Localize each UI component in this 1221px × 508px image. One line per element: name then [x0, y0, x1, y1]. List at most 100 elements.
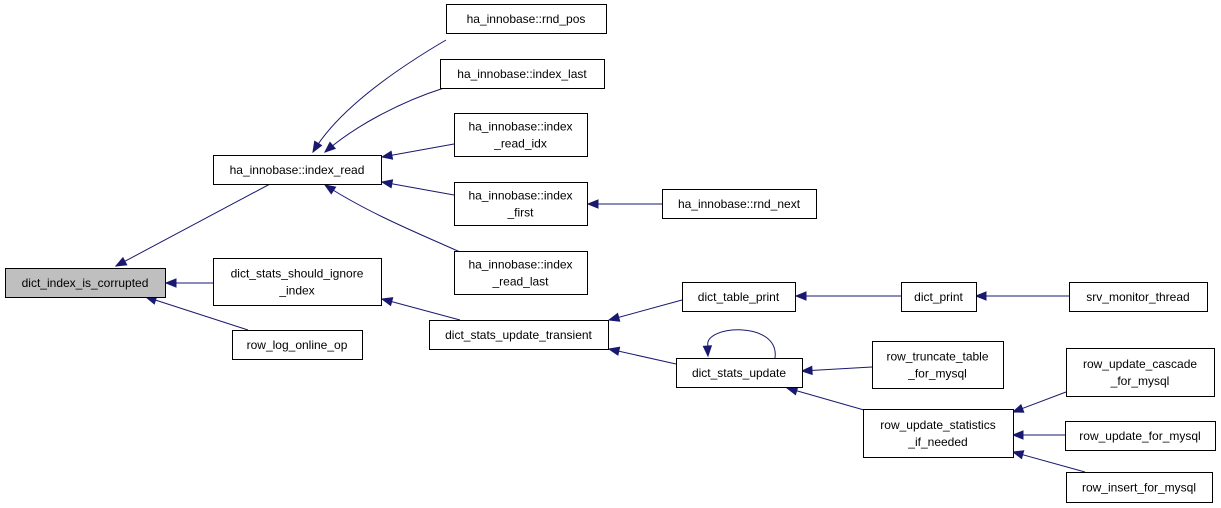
- node-label: ha_innobase::index_last: [457, 67, 587, 81]
- node-box: [901, 282, 977, 312]
- node-label: _read_last: [491, 275, 549, 289]
- node-ins-mysql[interactable]: row_insert_for_mysql: [1066, 472, 1213, 503]
- node-label: _for_mysql: [907, 367, 967, 381]
- edge-first-to-index_read-arrowhead: [380, 179, 394, 189]
- node-rnd-pos[interactable]: ha_innobase::rnd_pos: [446, 4, 607, 34]
- edge-read_idx-to-index_read-arrowhead: [380, 150, 394, 160]
- node-root[interactable]: dict_index_is_corrupted: [5, 268, 166, 298]
- node-truncate[interactable]: row_truncate_table _for_mysql: [872, 341, 1004, 389]
- node-box: [429, 320, 609, 350]
- edge-stats_update-to-transient-arrowhead: [607, 346, 621, 356]
- edge-ins_mysql-to-upd_stats: [1011, 450, 1086, 473]
- edge-rnd_next-to-first-arrowhead: [586, 199, 599, 209]
- edge-should_ignore-to-root: [164, 278, 213, 288]
- edge-dict_print-to-table_print: [794, 291, 901, 301]
- node-label: ha_innobase::rnd_next: [678, 197, 801, 211]
- node-box: [1066, 472, 1213, 503]
- edge-table_print-to-transient: [607, 299, 683, 322]
- node-box: [5, 268, 166, 298]
- node-label: _read_idx: [493, 137, 547, 151]
- node-box: [676, 358, 803, 388]
- edge-rnd_pos-to-index_read: [312, 39, 447, 154]
- edge-rnd_next-to-first: [586, 199, 662, 209]
- node-label: ha_innobase::index_read: [230, 163, 365, 177]
- node-label: _first: [506, 206, 534, 220]
- node-label: row_truncate_table: [886, 350, 988, 364]
- node-stats-update[interactable]: dict_stats_update: [676, 358, 803, 388]
- edge-index_read-to-root-arrowhead: [114, 256, 128, 267]
- node-read-idx[interactable]: ha_innobase::index_read_idx: [454, 113, 588, 157]
- node-label: ha_innobase::index: [468, 120, 572, 134]
- edge-transient-to-should_ignore-arrowhead: [380, 297, 394, 307]
- node-index-read[interactable]: ha_innobase::index_read: [213, 155, 382, 185]
- edge-dict_print-to-table_print-arrowhead: [794, 291, 807, 301]
- node-label: dict_stats_update_transient: [445, 328, 592, 342]
- node-label: ha_innobase::index: [468, 189, 572, 203]
- edge-index_read-to-root: [114, 183, 271, 267]
- node-read-last[interactable]: ha_innobase::index_read_last: [454, 251, 588, 295]
- edge-read_last-to-index_read-arrowhead: [323, 184, 337, 195]
- node-upd-mysql[interactable]: row_update_for_mysql: [1065, 421, 1216, 451]
- edge-upd_mysql-to-upd_stats: [1011, 430, 1065, 440]
- node-box: [454, 182, 588, 226]
- node-box: [440, 59, 605, 89]
- edge-truncate-to-stats_update: [800, 365, 873, 376]
- node-box: [682, 282, 796, 312]
- node-label: row_log_online_op: [247, 338, 348, 352]
- node-box: [454, 251, 588, 295]
- edge-index_last-to-index_read-arrowhead: [323, 141, 337, 153]
- node-label: srv_monitor_thread: [1086, 290, 1189, 304]
- nodes-layer: dict_index_is_corrupted ha_innobase::inde…: [5, 4, 1216, 503]
- edge-upd_mysql-to-upd_stats-arrowhead: [1011, 430, 1024, 440]
- node-label: dict_print: [914, 290, 963, 304]
- node-box: [1065, 421, 1216, 451]
- node-box: [213, 155, 382, 185]
- node-label: dict_index_is_corrupted: [22, 276, 149, 290]
- node-box: [872, 341, 1004, 389]
- edges-layer: [114, 39, 1086, 473]
- node-row-log[interactable]: row_log_online_op: [232, 330, 363, 360]
- node-dict-print[interactable]: dict_print: [901, 282, 977, 312]
- node-label: row_update_statistics: [880, 418, 995, 432]
- node-box: [1066, 348, 1215, 397]
- edge-stats_update-to-transient: [607, 346, 677, 365]
- node-label: ha_innobase::index: [468, 258, 572, 272]
- node-first[interactable]: ha_innobase::index_first: [454, 182, 588, 226]
- edge-first-to-index_read: [380, 179, 455, 196]
- node-upd-cascade[interactable]: row_update_cascade_for_mysql: [1066, 348, 1215, 397]
- node-label: dict_stats_should_ignore: [231, 267, 364, 281]
- node-srv-monitor[interactable]: srv_monitor_thread: [1069, 282, 1208, 312]
- edge-srv_monitor-to-dict_print-arrowhead: [974, 291, 987, 301]
- edge-read_idx-to-index_read: [380, 143, 455, 160]
- edge-table_print-to-transient-arrowhead: [607, 312, 621, 322]
- node-rnd-next[interactable]: ha_innobase::rnd_next: [662, 189, 817, 219]
- node-label: dict_stats_update: [692, 366, 786, 380]
- edge-srv_monitor-to-dict_print: [974, 291, 1069, 301]
- node-box: [213, 258, 382, 306]
- node-label: _if_needed: [907, 435, 967, 449]
- node-label: row_insert_for_mysql: [1082, 481, 1196, 495]
- edge-index_last-to-index_read: [323, 87, 445, 153]
- edge-transient-to-should_ignore: [380, 297, 461, 321]
- node-label: _index: [278, 284, 314, 298]
- edge-ins_mysql-to-upd_stats-arrowhead: [1011, 450, 1025, 460]
- node-table-print[interactable]: dict_table_print: [682, 282, 796, 312]
- node-label: row_update_cascade: [1083, 357, 1197, 371]
- node-box: [863, 409, 1014, 458]
- edge-upd_cascade-to-upd_stats-arrowhead: [1011, 403, 1025, 413]
- node-label: ha_innobase::rnd_pos: [467, 12, 586, 26]
- node-should-ignore[interactable]: dict_stats_should_ignore _index: [213, 258, 382, 306]
- node-box: [232, 330, 363, 360]
- node-index-last[interactable]: ha_innobase::index_last: [440, 59, 605, 89]
- edge-upd_stats-to-stats_update: [785, 386, 865, 411]
- edge-rnd_pos-to-index_read-arrowhead: [312, 140, 323, 154]
- edge-stats_update-to-stats_update-arrowhead: [702, 345, 713, 358]
- node-label: dict_table_print: [698, 290, 780, 304]
- node-box: [446, 4, 607, 34]
- node-box: [662, 189, 817, 219]
- node-label: row_update_for_mysql: [1079, 429, 1200, 443]
- node-upd-stats[interactable]: row_update_statistics _if_needed: [863, 409, 1014, 458]
- edge-read_last-to-index_read: [323, 184, 461, 253]
- node-transient[interactable]: dict_stats_update_transient: [429, 320, 609, 350]
